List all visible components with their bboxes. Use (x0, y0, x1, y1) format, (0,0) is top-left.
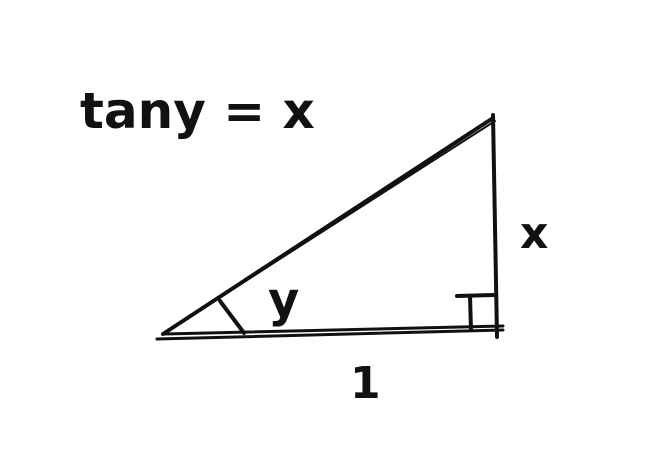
right-angle-marker (455, 293, 496, 332)
opposite-side-label: x (520, 208, 548, 259)
adjacent-side-line-sketch (163, 324, 505, 336)
adjacent-side-label: 1 (350, 358, 381, 409)
opposite-side-line (491, 113, 499, 339)
angle-label: y (268, 272, 299, 328)
angle-tick-mark (218, 299, 246, 335)
triangle (155, 113, 505, 341)
equation-text: tany = x (80, 82, 315, 140)
adjacent-side-line (155, 328, 505, 341)
hypotenuse-line-sketch (165, 120, 496, 333)
